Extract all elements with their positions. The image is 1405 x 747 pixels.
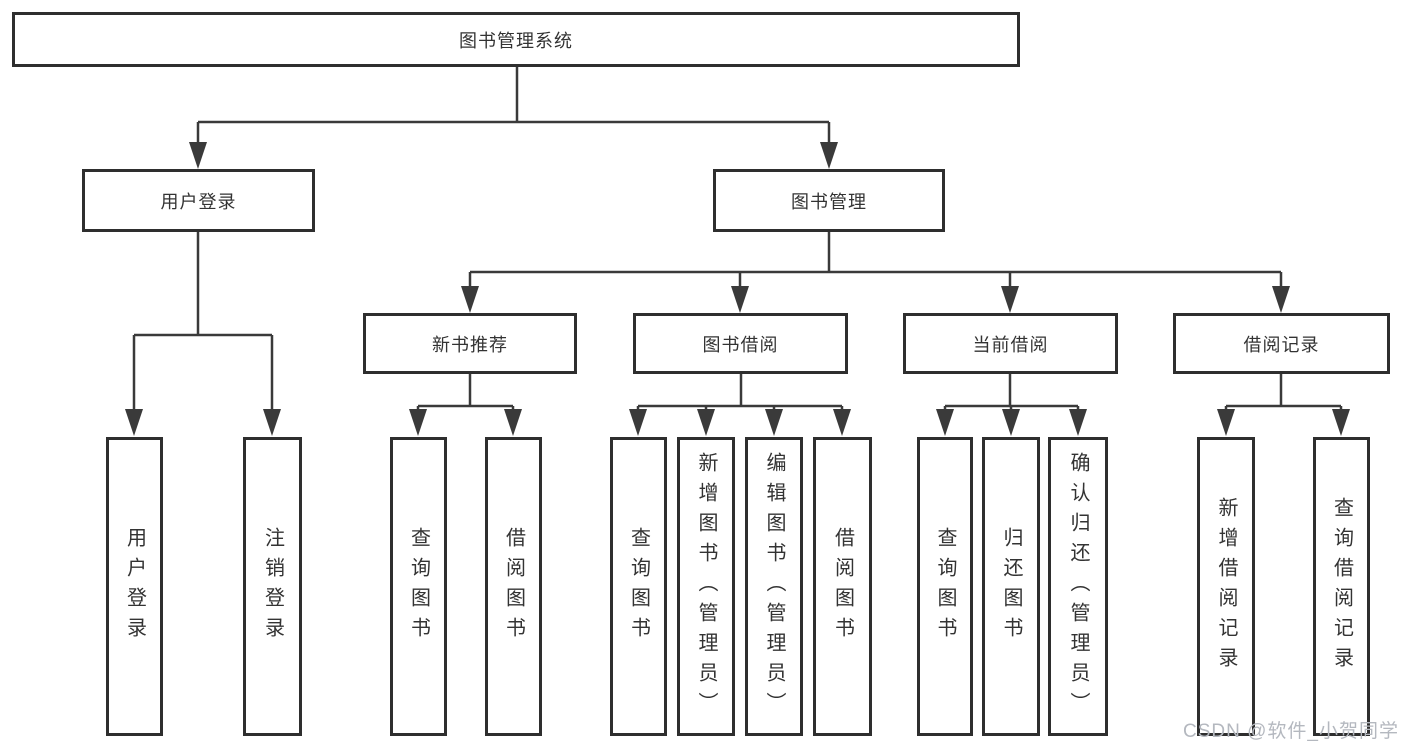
arrowhead-icon [1001, 286, 1019, 313]
leaf-rec-query-books: 查询图书 [390, 437, 447, 736]
node-current-borrow-label: 当前借阅 [972, 334, 1049, 355]
connector-current-borrow-to-leaves [936, 374, 1087, 436]
node-root-label: 图书管理系统 [459, 30, 573, 51]
arrowhead-icon [820, 142, 838, 169]
csdn-watermark: CSDN @软件_小贺同学 [1183, 721, 1399, 742]
leaf-br-add-record: 新增借阅记录 [1197, 437, 1255, 736]
leaf-cb-query-books-label: 查询图书 [934, 526, 956, 647]
leaf-rec-borrow-books: 借阅图书 [485, 437, 542, 736]
node-new-book-rec-label: 新书推荐 [432, 334, 508, 355]
arrowhead-icon [1002, 409, 1020, 436]
arrowhead-icon [629, 409, 647, 436]
arrowhead-icon [1332, 409, 1350, 436]
leaf-cb-return-books-label: 归还图书 [1000, 526, 1022, 647]
node-book-borrow: 图书借阅 [633, 313, 848, 374]
arrowhead-icon [1069, 409, 1087, 436]
arrowhead-icon [765, 409, 783, 436]
node-user-login: 用户登录 [82, 169, 315, 232]
arrowhead-icon [1217, 409, 1235, 436]
node-new-book-rec: 新书推荐 [363, 313, 577, 374]
leaf-rec-query-books-label: 查询图书 [407, 526, 430, 647]
leaf-br-add-record-label: 新增借阅记录 [1215, 496, 1237, 677]
leaf-cb-confirm-return-admin-label: 确认归还（管理员） [1067, 451, 1089, 722]
arrowhead-icon [833, 409, 851, 436]
leaf-cb-confirm-return-admin: 确认归还（管理员） [1048, 437, 1108, 736]
leaf-bb-edit-books-admin-label: 编辑图书（管理员） [763, 451, 785, 722]
leaf-bb-borrow-books: 借阅图书 [813, 437, 872, 736]
leaf-cb-query-books: 查询图书 [917, 437, 973, 736]
connector-book-mgmt-to-level3 [461, 232, 1290, 313]
arrowhead-icon [125, 409, 143, 436]
leaf-bb-add-books-admin-label: 新增图书（管理员） [695, 451, 717, 722]
node-book-mgmt: 图书管理 [713, 169, 945, 232]
leaf-bb-borrow-books-label: 借阅图书 [831, 526, 854, 647]
node-book-borrow-label: 图书借阅 [702, 334, 779, 355]
connector-book-borrow-to-leaves [629, 374, 851, 436]
node-borrow-records-label: 借阅记录 [1243, 334, 1320, 355]
leaf-user-login-label: 用户登录 [123, 526, 146, 647]
leaf-cb-return-books: 归还图书 [982, 437, 1040, 736]
leaf-br-query-record-label: 查询借阅记录 [1330, 496, 1353, 677]
node-user-login-label: 用户登录 [160, 191, 237, 212]
leaf-bb-add-books-admin: 新增图书（管理员） [677, 437, 735, 736]
node-borrow-records: 借阅记录 [1173, 313, 1390, 374]
arrowhead-icon [504, 409, 522, 436]
connector-user-login-to-leaves [125, 232, 281, 436]
leaf-bb-query-books: 查询图书 [610, 437, 667, 736]
connector-borrow-records-to-leaves [1217, 374, 1350, 436]
leaf-logout-login: 注销登录 [243, 437, 302, 736]
leaf-br-query-record: 查询借阅记录 [1313, 437, 1370, 736]
node-book-mgmt-label: 图书管理 [791, 191, 867, 212]
arrowhead-icon [189, 142, 207, 169]
arrowhead-icon [731, 286, 749, 313]
connector-root-to-level2 [189, 67, 838, 169]
leaf-bb-edit-books-admin: 编辑图书（管理员） [745, 437, 803, 736]
arrowhead-icon [409, 409, 427, 436]
arrowhead-icon [461, 286, 479, 313]
leaf-logout-login-label: 注销登录 [261, 526, 284, 647]
node-root-system: 图书管理系统 [12, 12, 1020, 67]
leaf-rec-borrow-books-label: 借阅图书 [502, 526, 525, 647]
arrowhead-icon [936, 409, 954, 436]
leaf-bb-query-books-label: 查询图书 [627, 526, 650, 647]
arrowhead-icon [1272, 286, 1290, 313]
arrowhead-icon [697, 409, 715, 436]
leaf-user-login: 用户登录 [106, 437, 163, 736]
node-current-borrow: 当前借阅 [903, 313, 1118, 374]
connector-new-book-rec-to-leaves [409, 374, 522, 436]
arrowhead-icon [263, 409, 281, 436]
